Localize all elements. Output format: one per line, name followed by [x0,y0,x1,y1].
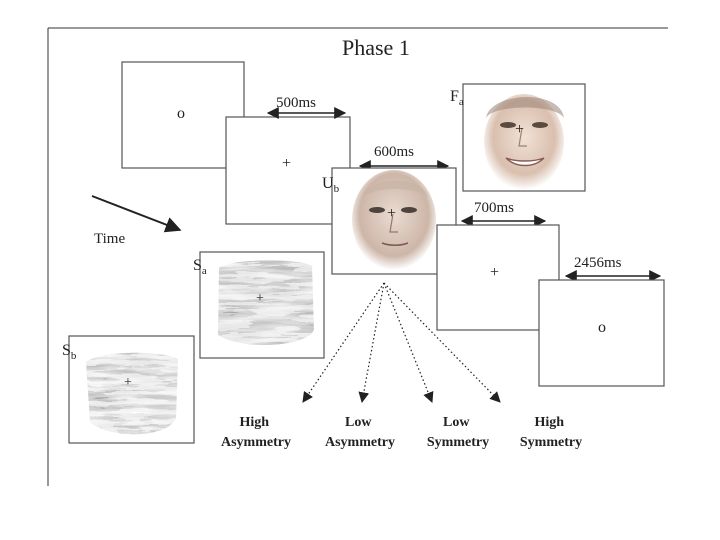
face-fa-fixation: + [515,121,524,138]
phase-title: Phase 1 [342,35,410,60]
face-fa-label: Fa [450,88,464,108]
fixation-symbol-2: + [490,264,499,281]
duration-label-700: 700ms [474,200,514,216]
response-label-high-asymmetry: High Asymmetry [221,415,291,450]
response-arrows [302,282,501,404]
face-ub-label: Ub [322,175,340,195]
male-face-image [352,170,436,270]
circle-symbol-2: o [598,319,606,336]
circle-symbol-1: o [177,105,185,122]
duration-label-2456: 2456ms [574,255,622,271]
scrambled-sb-fixation: + [124,375,132,390]
scrambled-sb-label: Sb [62,342,77,362]
screen-circle-2 [538,279,665,387]
duration-label-500: 500ms [276,95,316,111]
scrambled-sa-fixation: + [256,291,264,306]
fixation-symbol-1: + [282,155,291,172]
response-label-low-symmetry: Low Symmetry [427,415,489,450]
face-ub-fixation: + [387,205,396,222]
arrow-low-asymmetry [358,282,385,404]
time-label: Time [94,231,125,247]
female-face-image [484,94,564,190]
scrambled-sa-label: Sa [193,257,207,277]
screen-circle-1 [121,61,245,169]
scrambled-face-sa-image [218,260,314,346]
duration-label-600: 600ms [374,144,414,160]
arrow-low-symmetry [383,282,434,404]
time-arrow [91,195,182,233]
response-label-low-asymmetry: Low Asymmetry [325,415,395,450]
response-label-high-symmetry: High Symmetry [520,415,582,450]
scrambled-face-sb-image [86,352,178,435]
